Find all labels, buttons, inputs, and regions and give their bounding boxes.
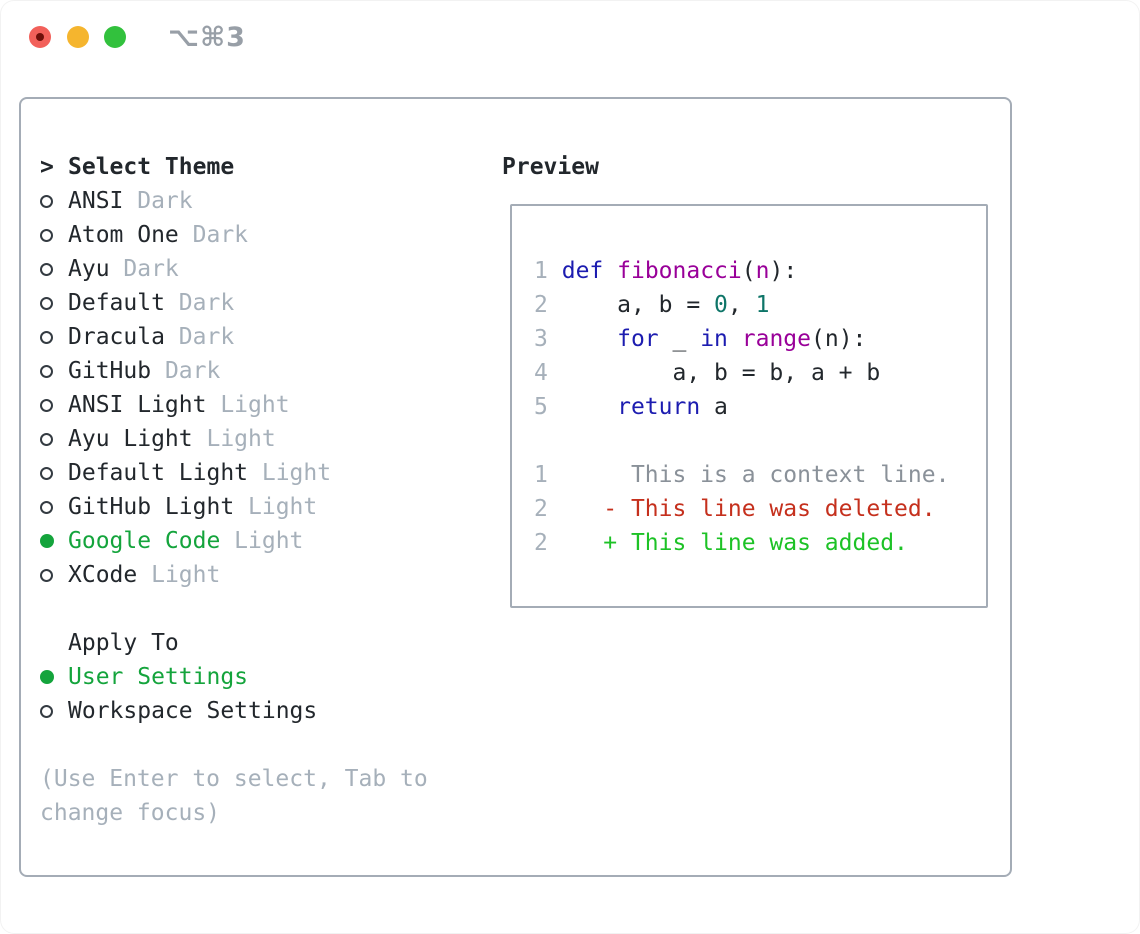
radio-unselected-icon — [40, 500, 53, 514]
code-line: 4 a, b = b, a + b — [534, 360, 881, 386]
radio-selected-icon — [40, 670, 54, 684]
theme-name: Atom One — [68, 222, 179, 248]
theme-variant-badge: Light — [234, 528, 304, 554]
preview-pane: 1 def fibonacci(n): 2 a, b = 0, 1 3 for _ … — [510, 204, 988, 608]
theme-name: Dracula — [68, 324, 165, 350]
theme-name: ANSI — [68, 188, 124, 214]
code-line — [534, 424, 986, 458]
theme-name: Default Light — [68, 460, 249, 486]
theme-variant-badge: Light — [248, 494, 318, 520]
radio-unselected-icon — [40, 398, 53, 412]
apply-to-title: Apply To — [68, 630, 179, 656]
radio-unselected-icon — [40, 330, 53, 344]
radio-unselected-icon — [40, 262, 53, 276]
theme-option-ayu-light[interactable]: Ayu Light Light — [40, 422, 428, 456]
theme-option-default-light[interactable]: Default Light Light — [40, 456, 428, 490]
theme-option-google-code[interactable]: Google Code Light — [40, 524, 428, 558]
theme-variant-badge: Dark — [178, 290, 235, 316]
theme-option-ansi-light[interactable]: ANSI Light Light — [40, 388, 428, 422]
radio-unselected-icon — [40, 194, 53, 208]
radio-unselected-icon — [40, 568, 53, 582]
theme-option-ansi[interactable]: ANSI Dark — [40, 184, 428, 218]
theme-name: GitHub — [68, 358, 152, 384]
apply-option-workspace-settings[interactable]: Workspace Settings — [40, 694, 428, 728]
window-title: ⌥⌘3 — [168, 22, 246, 53]
apply-option-label: User Settings — [68, 664, 249, 690]
focus-caret-icon: > — [40, 154, 54, 180]
theme-variant-badge: Dark — [192, 222, 249, 248]
theme-option-github-light[interactable]: GitHub Light Light — [40, 490, 428, 524]
radio-unselected-icon — [40, 228, 53, 242]
theme-option-atom-one[interactable]: Atom One Dark — [40, 218, 428, 252]
code-line: 2 + This line was added. — [534, 530, 908, 556]
apply-option-user-settings[interactable]: User Settings — [40, 660, 428, 694]
minimize-button[interactable] — [67, 26, 89, 48]
theme-name: Default — [68, 290, 165, 316]
apply-option-label: Workspace Settings — [68, 698, 318, 724]
theme-name: GitHub Light — [68, 494, 235, 520]
theme-name: XCode — [68, 562, 138, 588]
theme-option-default[interactable]: Default Dark — [40, 286, 428, 320]
titlebar: ⌥⌘3 — [0, 0, 1140, 75]
radio-unselected-icon — [40, 296, 53, 310]
theme-name: ANSI Light — [68, 392, 207, 418]
radio-unselected-icon — [40, 432, 53, 446]
apply-to-header: Apply To — [40, 626, 428, 660]
zoom-button[interactable] — [104, 26, 126, 48]
help-text-line-1: (Use Enter to select, Tab to — [40, 766, 428, 792]
theme-variant-badge: Dark — [137, 188, 193, 214]
code-line: 2 - This line was deleted. — [534, 496, 936, 522]
close-button[interactable] — [29, 26, 51, 48]
select-theme-title: Select Theme — [68, 154, 235, 180]
radio-unselected-icon — [40, 466, 53, 480]
theme-option-github[interactable]: GitHub Dark — [40, 354, 428, 388]
theme-variant-badge: Dark — [123, 256, 179, 282]
code-line: 5 return a — [534, 394, 728, 420]
radio-unselected-icon — [40, 704, 53, 718]
theme-option-xcode[interactable]: XCode Light — [40, 558, 428, 592]
theme-option-dracula[interactable]: Dracula Dark — [40, 320, 428, 354]
theme-variant-badge: Dark — [164, 358, 221, 384]
theme-option-ayu[interactable]: Ayu Dark — [40, 252, 428, 286]
theme-variant-badge: Light — [151, 562, 221, 588]
help-text-line-2: change focus) — [40, 800, 221, 826]
code-line: 1 This is a context line. — [534, 462, 950, 488]
code-line: 2 a, b = 0, 1 — [534, 292, 770, 318]
select-theme-header: > Select Theme — [40, 150, 428, 184]
theme-name: Ayu Light — [68, 426, 193, 452]
radio-unselected-icon — [40, 364, 53, 378]
code-line: 1 def fibonacci(n): — [534, 258, 798, 284]
theme-variant-badge: Light — [206, 426, 276, 452]
code-line: 3 for _ in range(n): — [534, 326, 867, 352]
theme-name: Google Code — [68, 528, 221, 554]
theme-variant-badge: Dark — [178, 324, 235, 350]
theme-variant-badge: Light — [220, 392, 290, 418]
theme-name: Ayu — [68, 256, 110, 282]
radio-selected-icon — [40, 534, 54, 548]
theme-variant-badge: Light — [261, 460, 332, 486]
preview-title: Preview — [502, 154, 599, 180]
